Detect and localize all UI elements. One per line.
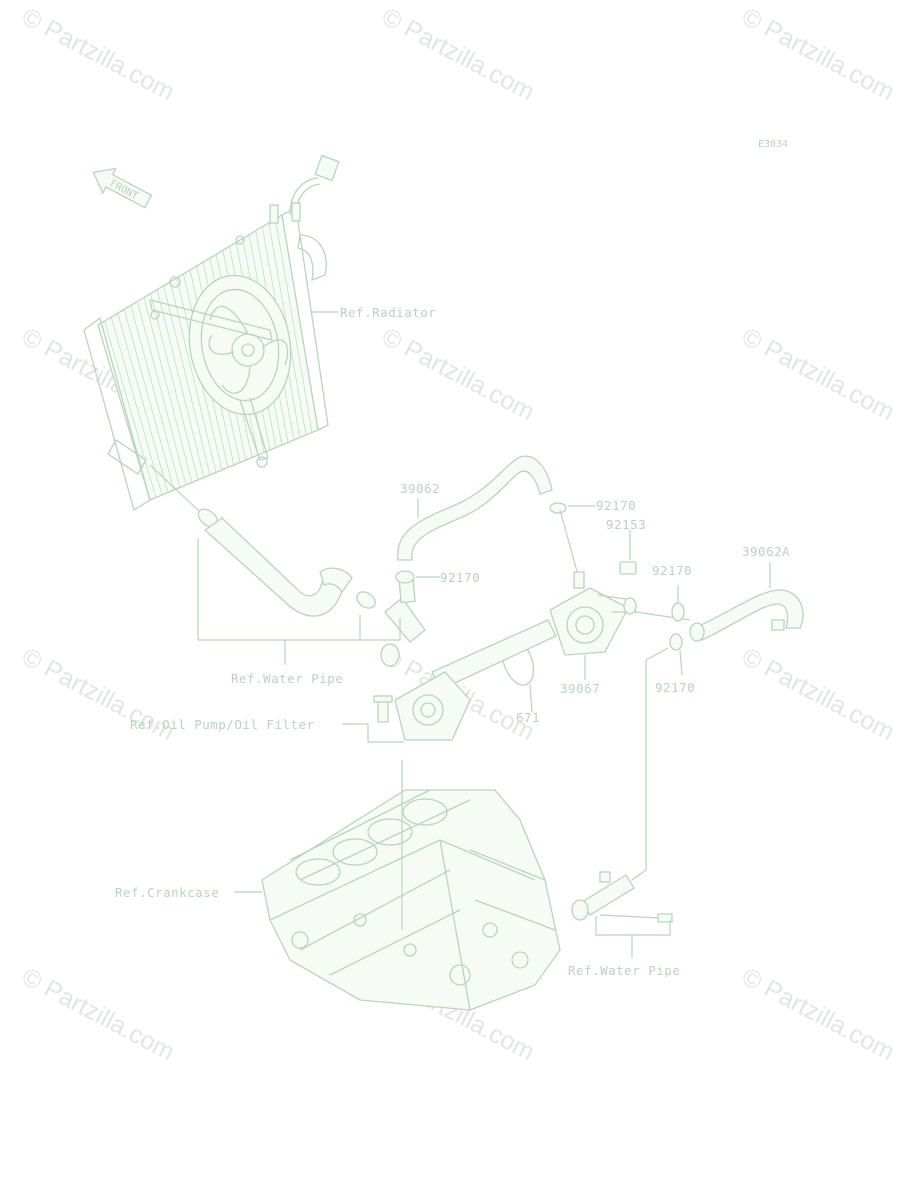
ref-water-pipe-label-lower: Ref.Water Pipe xyxy=(568,963,680,978)
radiator-fin xyxy=(137,301,187,486)
part-label-39062a: 39062A xyxy=(742,544,790,559)
radiator-fin xyxy=(130,305,181,488)
watermark: © Partzilla.com xyxy=(737,3,899,107)
part-label-92170-b: 92170 xyxy=(596,498,636,513)
ref-crankcase-label: Ref.Crankcase xyxy=(115,885,219,900)
part-label-92153: 92153 xyxy=(606,517,646,532)
radiator-fin xyxy=(110,317,163,496)
watermark: © Partzilla.com xyxy=(737,963,899,1067)
radiator-fin xyxy=(104,320,157,498)
radiator-fin xyxy=(117,313,169,493)
radiator-illustration xyxy=(83,154,340,512)
oil-filter-mount xyxy=(373,619,557,741)
watermark: © Partzilla.com xyxy=(377,3,539,107)
part-label-92170-c: 92170 xyxy=(652,563,692,578)
watermark: © Partzilla.com xyxy=(737,643,899,747)
radiator-fin xyxy=(156,289,205,478)
radiator-fin xyxy=(123,309,175,491)
radiator-fin xyxy=(169,281,217,473)
watermark: © Partzilla.com xyxy=(17,963,179,1067)
radiator-fin xyxy=(275,218,313,433)
hose-39062 xyxy=(397,455,553,561)
diagram-code: E3034 xyxy=(758,139,788,150)
watermark: © Partzilla.com xyxy=(737,323,899,427)
hose-39062a xyxy=(689,589,804,642)
radiator-fin xyxy=(163,285,211,476)
part-label-92170-a: 92170 xyxy=(440,570,480,585)
part-label-39067: 39067 xyxy=(560,681,600,696)
radiator-fin xyxy=(150,293,199,481)
ref-radiator-label: Ref.Radiator xyxy=(340,305,436,320)
lower-hose-illustration xyxy=(149,464,426,667)
watermark: © Partzilla.com xyxy=(377,323,539,427)
oil-cooler-39067 xyxy=(549,509,637,656)
watermark: © Partzilla.com xyxy=(17,3,179,107)
part-label-671: 671 xyxy=(516,710,540,725)
part-label-92170-d: 92170 xyxy=(655,680,695,695)
ref-water-pipe-label: Ref.Water Pipe xyxy=(231,671,343,686)
radiator-fin xyxy=(143,297,193,483)
front-arrow-icon: FRONT xyxy=(92,167,153,209)
bolt-92153 xyxy=(619,530,637,575)
crankcase-illustration xyxy=(261,789,561,1011)
ref-oil-pump-label: Ref.Oil Pump/Oil Filter xyxy=(130,717,315,732)
lower-water-pipe-illustration xyxy=(571,647,673,923)
part-label-39062: 39062 xyxy=(400,481,440,496)
